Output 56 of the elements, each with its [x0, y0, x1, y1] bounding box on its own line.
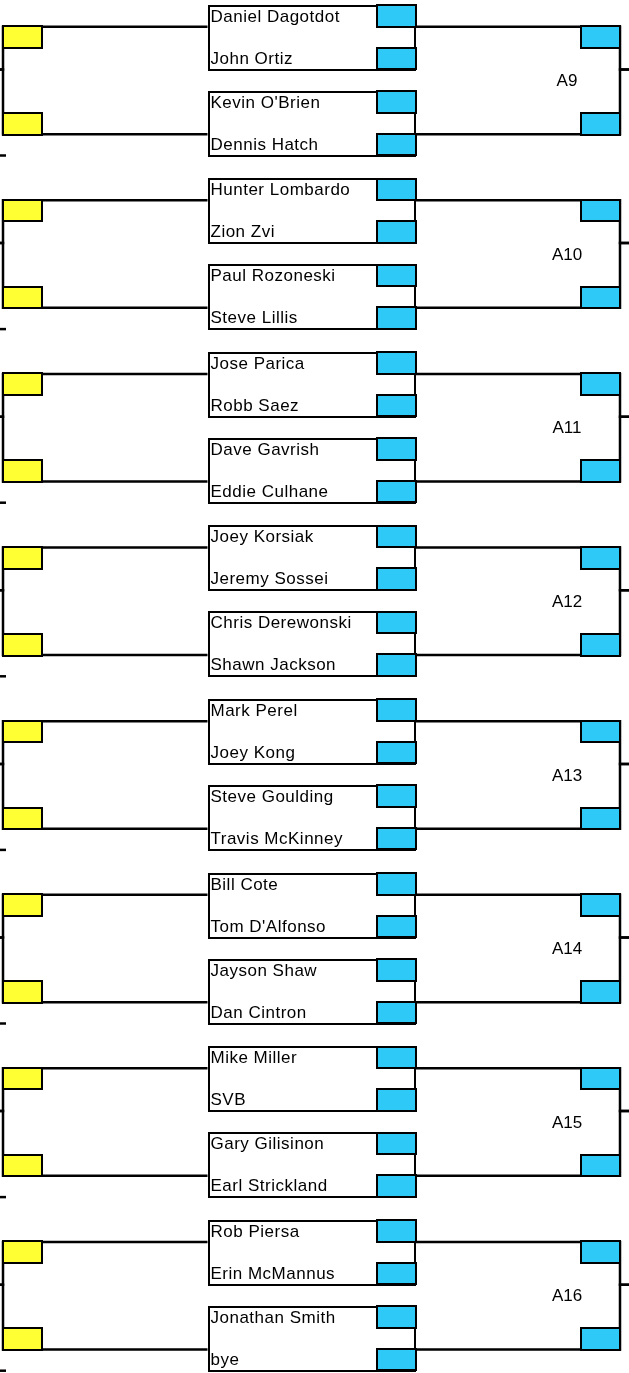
player-name: Kevin O'Brien [210, 92, 321, 112]
player-name: Steve Goulding [210, 786, 334, 806]
match-box [207, 351, 416, 418]
player-name: Bill Cote [210, 874, 279, 894]
match-box [207, 1132, 416, 1199]
match-box [207, 872, 416, 939]
match-box [207, 1219, 416, 1286]
player-name: Tom D'Alfonso [210, 916, 327, 936]
match-box [207, 90, 416, 157]
match-label: A16 [551, 1286, 583, 1306]
player-name: Dave Gavrish [210, 439, 320, 459]
match-label: A15 [551, 1112, 583, 1132]
player-name: Travis McKinney [210, 828, 343, 848]
match-box [207, 958, 416, 1025]
player-name: Mike Miller [210, 1048, 298, 1068]
player-name: Jose Parica [210, 353, 305, 373]
player-name: Rob Piersa [210, 1221, 300, 1241]
match-box [207, 1046, 416, 1113]
player-name: Mark Perel [210, 700, 298, 720]
match-box [207, 4, 416, 71]
match-box [207, 525, 416, 592]
match-box [207, 264, 416, 331]
player-name: Gary Gilisinon [210, 1134, 325, 1154]
match-label: A14 [551, 939, 583, 959]
player-name: Dennis Hatch [210, 134, 319, 154]
player-name: bye [210, 1349, 240, 1369]
player-name: Shawn Jackson [210, 655, 337, 675]
player-name: Eddie Culhane [210, 481, 329, 501]
player-name: Hunter Lombardo [210, 180, 351, 200]
player-name: SVB [210, 1090, 247, 1110]
player-name: John Ortiz [210, 48, 293, 68]
match-box [207, 178, 416, 245]
match-box [207, 437, 416, 504]
player-name: Chris Derewonski [210, 613, 352, 633]
player-name: Steve Lillis [210, 308, 298, 328]
match-label: A13 [551, 765, 583, 785]
match-label: A10 [551, 244, 583, 264]
player-name: Joey Korsiak [210, 527, 314, 547]
player-name: Jonathan Smith [210, 1307, 336, 1327]
player-name: Earl Strickland [210, 1176, 328, 1196]
player-name: Erin McMannus [210, 1263, 336, 1283]
player-name: Zion Zvi [210, 222, 275, 242]
match-box [207, 611, 416, 678]
match-label: A9 [556, 71, 578, 91]
player-name: Paul Rozoneski [210, 266, 336, 286]
match-box [207, 784, 416, 851]
match-label: A12 [551, 591, 583, 611]
match-box [207, 1305, 416, 1372]
match-box [207, 698, 416, 765]
player-name: Jayson Shaw [210, 960, 318, 980]
player-name: Jeremy Sossei [210, 569, 329, 589]
player-name: Dan Cintron [210, 1002, 307, 1022]
player-name: Joey Kong [210, 742, 296, 762]
match-label: A11 [552, 418, 582, 438]
player-name: Daniel Dagotdot [210, 6, 340, 26]
player-name: Robb Saez [210, 395, 300, 415]
